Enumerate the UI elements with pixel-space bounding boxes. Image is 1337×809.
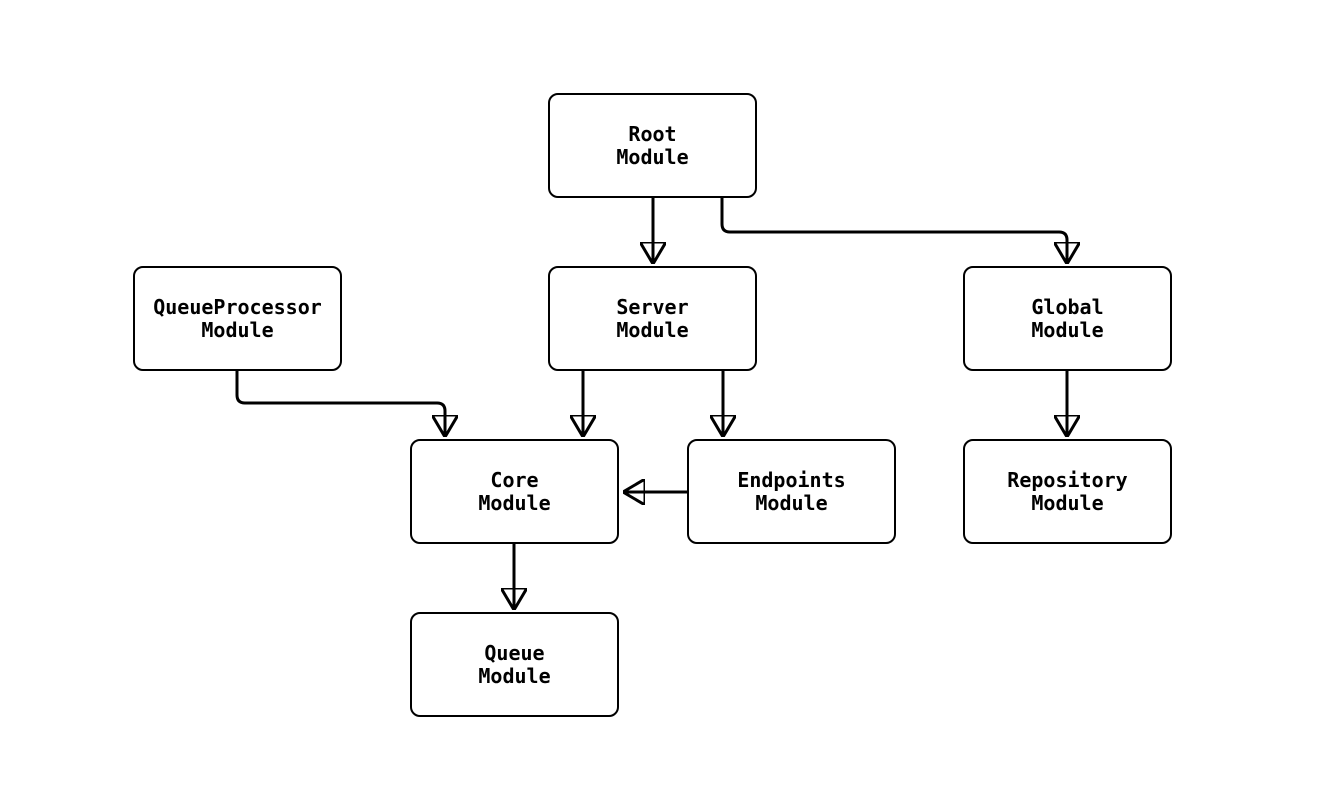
node-label-line: Module [478,663,551,688]
node-label-line: Endpoints [737,467,846,492]
edge-root-to-global [720,198,1067,262]
node-label-line: Module [616,317,689,342]
node-label-line: Module [616,144,689,169]
node-label-line: QueueProcessor [153,294,322,319]
node-label-line: Module [478,490,551,515]
node-label-line: Root [628,121,677,146]
node-queueprocessor-module: QueueProcessor Module [133,266,342,371]
node-core-module: Core Module [410,439,619,544]
node-label-line: Core [490,467,539,492]
edge-queueprocessor-to-core [235,371,445,435]
node-global-module: Global Module [963,266,1172,371]
node-label-line: Module [1031,490,1104,515]
node-queue-module: Queue Module [410,612,619,717]
node-label-line: Module [201,317,274,342]
node-repository-module: Repository Module [963,439,1172,544]
node-label-line: Module [1031,317,1104,342]
node-label-line: Queue [484,640,545,665]
node-endpoints-module: Endpoints Module [687,439,896,544]
node-label-line: Server [616,294,689,319]
node-label-line: Repository [1007,467,1128,492]
node-root-module: Root Module [548,93,757,198]
node-server-module: Server Module [548,266,757,371]
node-label-line: Module [755,490,828,515]
node-label-line: Global [1031,294,1104,319]
